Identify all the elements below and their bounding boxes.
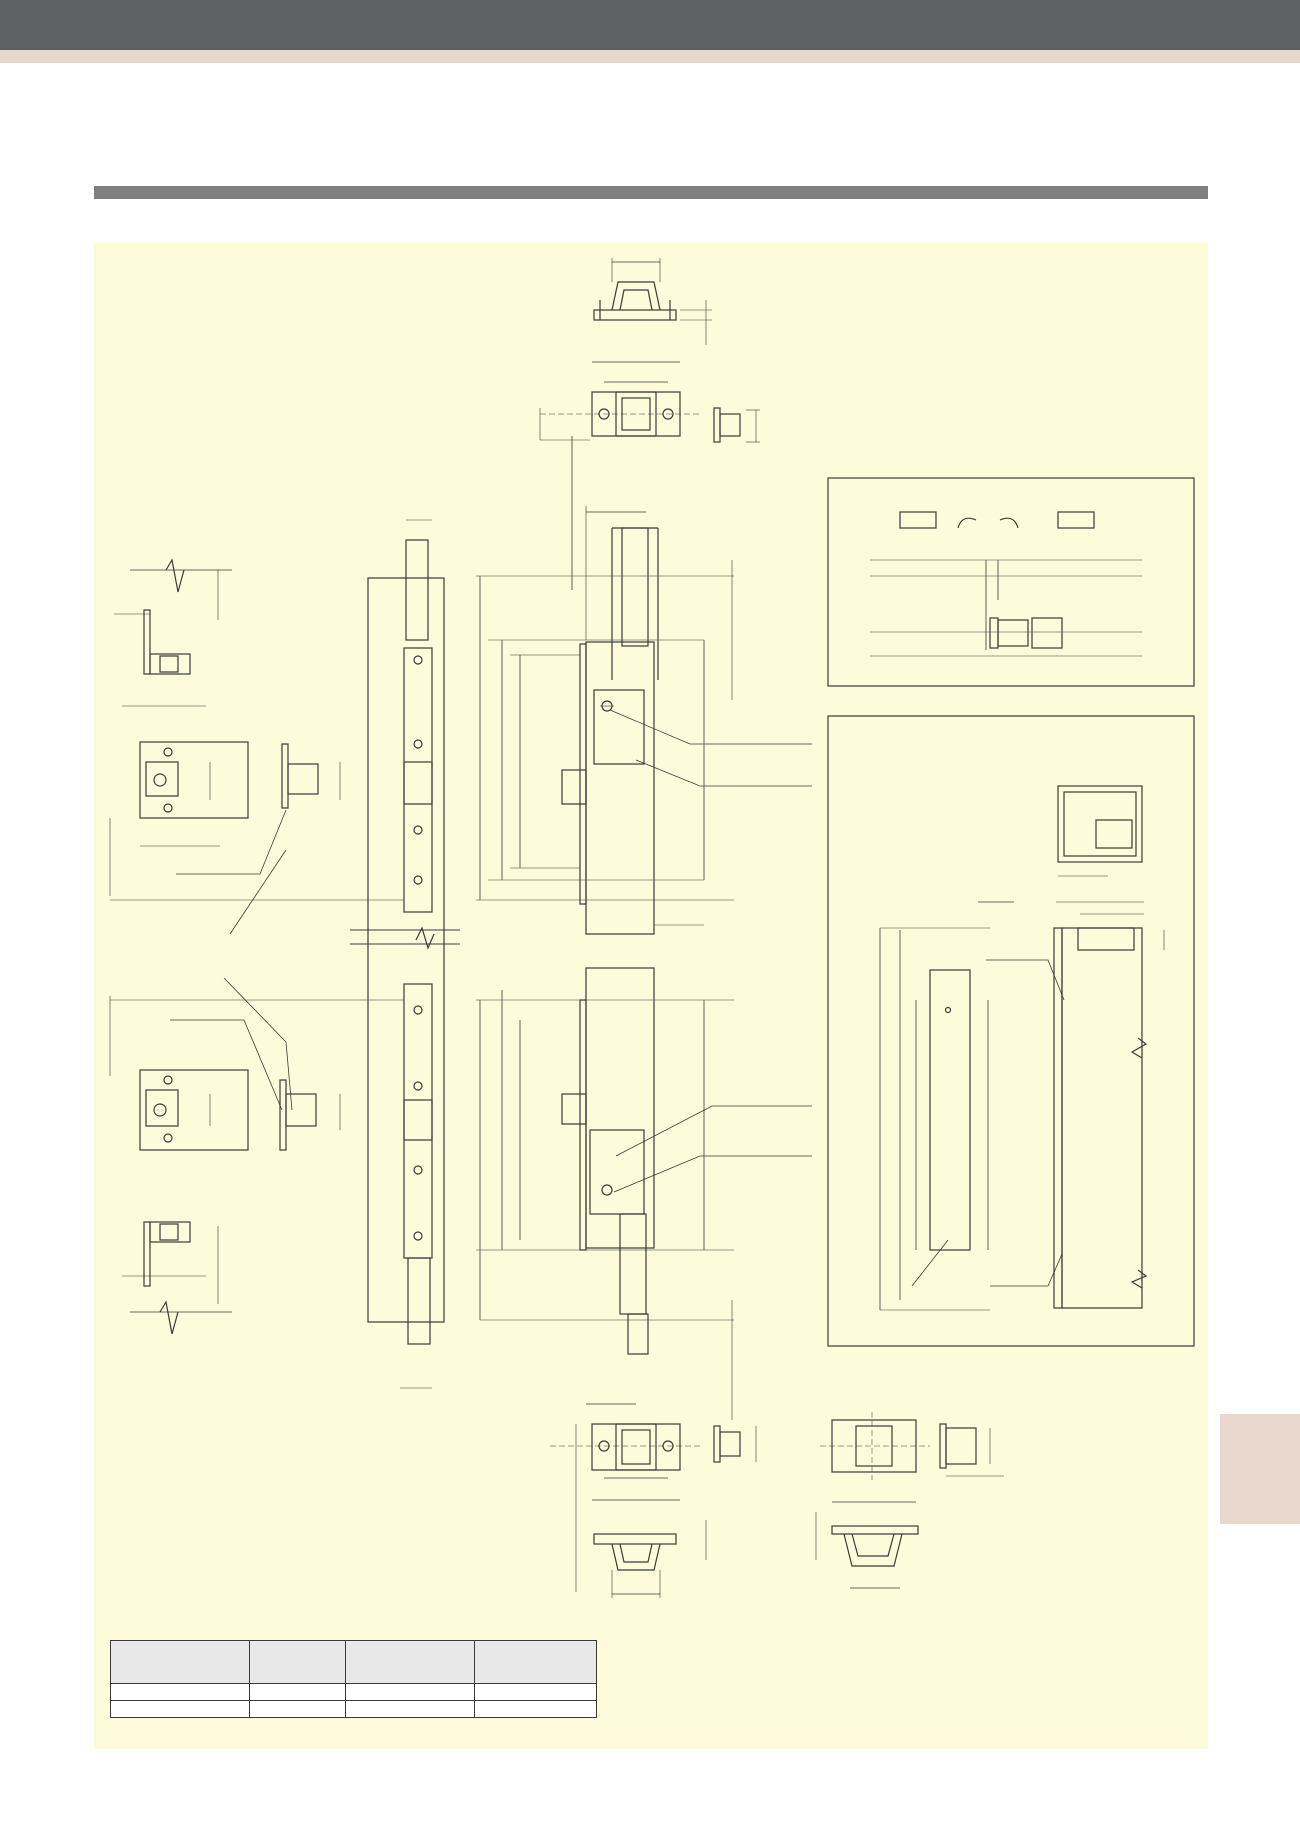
top-strike-profile <box>713 407 760 443</box>
table-cell <box>345 1700 475 1718</box>
spec-table-header-cell <box>345 1640 475 1684</box>
table-cell <box>345 1683 475 1701</box>
page-side-tab <box>1220 1414 1300 1524</box>
table-cell <box>249 1700 346 1718</box>
table-row <box>110 1700 597 1718</box>
spec-table <box>110 1640 597 1718</box>
spec-table-header-cell <box>110 1640 250 1684</box>
table-cell <box>249 1683 346 1701</box>
detail-box-mounting <box>827 715 1195 1347</box>
bottom-right-strike <box>820 1412 1004 1503</box>
top-strike-side-view <box>593 258 712 345</box>
drawing-panel <box>94 242 1208 1749</box>
lock-body-upper <box>476 506 812 935</box>
table-cell <box>474 1700 597 1718</box>
detail-box-rotation <box>827 477 1195 687</box>
spec-table-header-row <box>110 1640 597 1684</box>
top-strike-plate <box>539 361 700 590</box>
left-top-detail <box>114 558 232 707</box>
face-plate <box>110 519 460 1389</box>
bottom-right-side-view <box>815 1512 919 1589</box>
lock-body-lower <box>476 967 812 1420</box>
table-row <box>110 1683 597 1701</box>
spec-table-header-cell <box>249 1640 346 1684</box>
left-bottom-detail <box>122 1221 232 1335</box>
bottom-strike-plate <box>550 1423 700 1592</box>
top-accent-band <box>0 50 1300 63</box>
top-header-bar <box>0 0 1300 50</box>
left-bottom-strike <box>109 977 341 1151</box>
spec-table-header-cell <box>474 1640 597 1684</box>
bottom-strike-side-view <box>593 1520 707 1598</box>
table-cell <box>474 1683 597 1701</box>
bottom-strike-profile <box>713 1425 757 1463</box>
table-cell <box>110 1683 250 1701</box>
section-title-bar <box>94 186 1208 199</box>
left-top-strike <box>109 741 341 935</box>
table-cell <box>110 1700 250 1718</box>
